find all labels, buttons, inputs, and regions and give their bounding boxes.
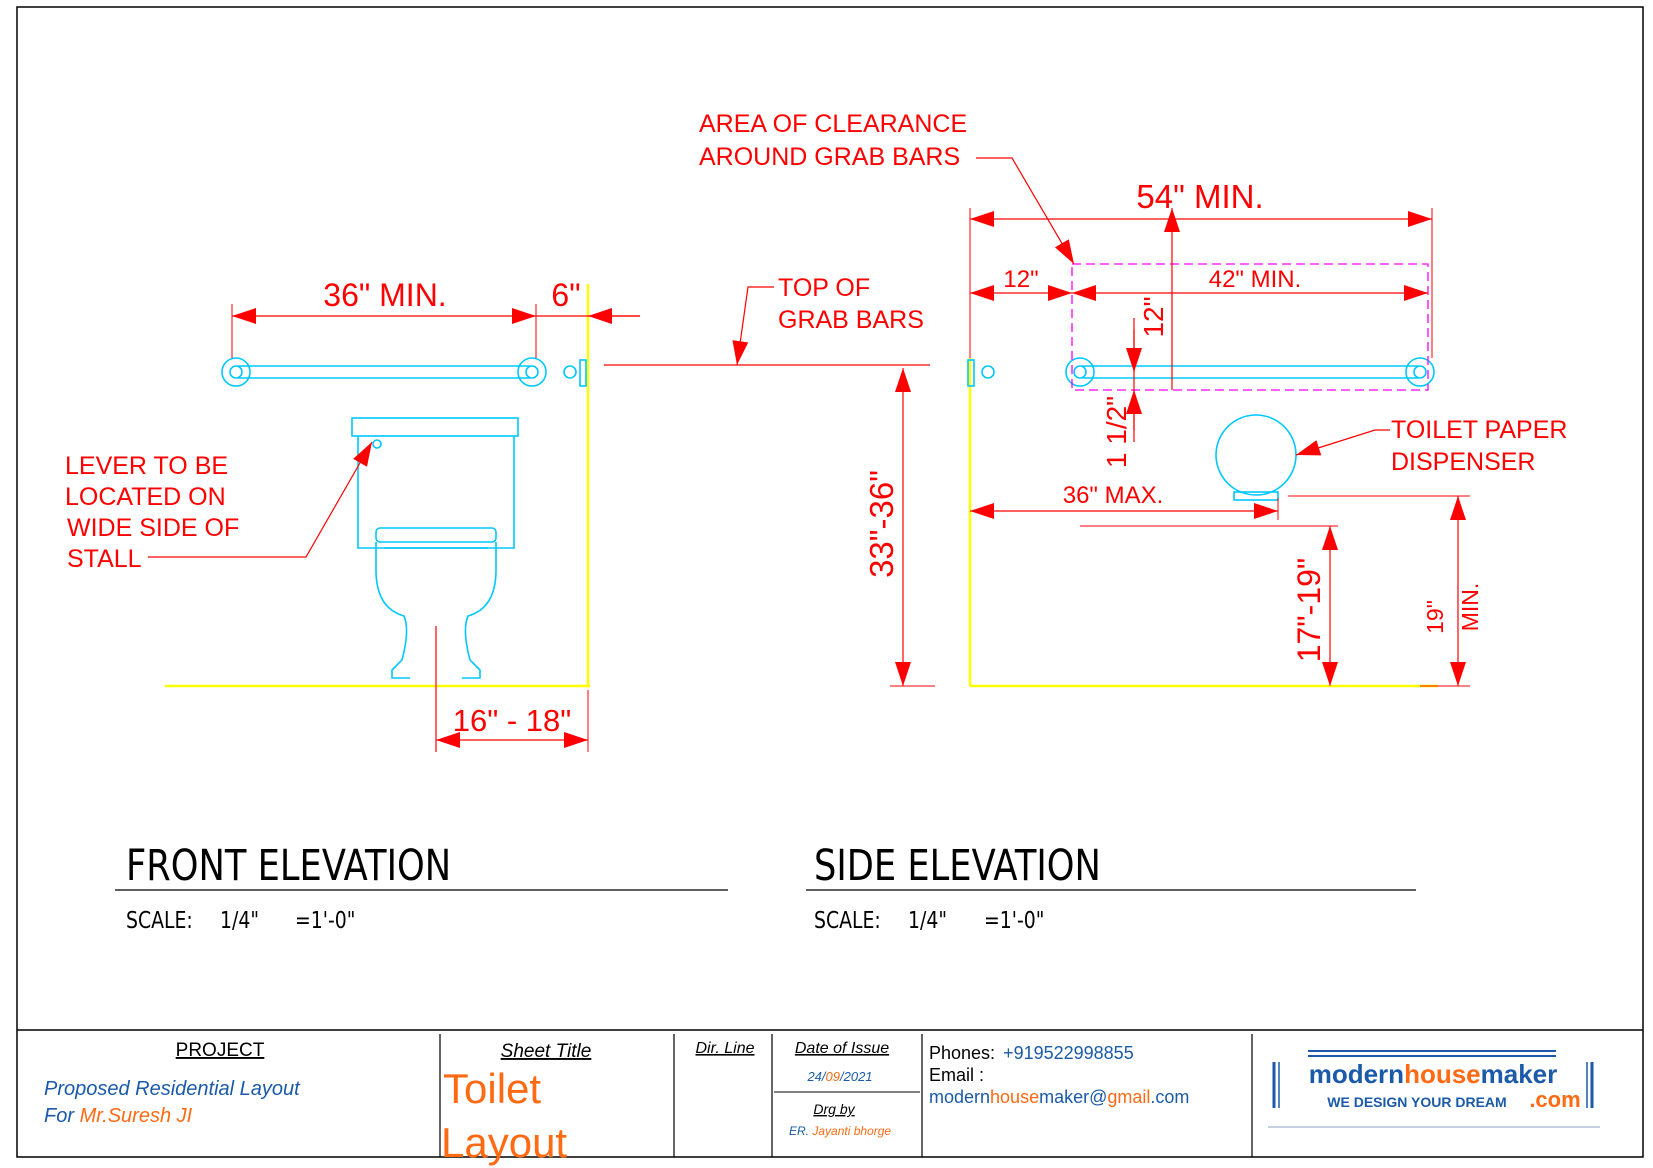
dim-36-min: 36" MIN. bbox=[323, 277, 446, 313]
side-elevation-title: SIDE ELEVATION bbox=[814, 842, 1101, 891]
dim-1-half: 1 1/2" bbox=[1101, 396, 1132, 468]
logo-part-3: maker bbox=[1481, 1059, 1558, 1089]
front-elevation-title: FRONT ELEVATION bbox=[126, 842, 451, 891]
project-client: Mr.Suresh JI bbox=[80, 1105, 193, 1127]
email-part-2: house bbox=[990, 1087, 1039, 1107]
lever-leader bbox=[148, 441, 373, 558]
front-grab-bar bbox=[221, 357, 587, 387]
dim-33-36: 33"-36" bbox=[863, 470, 900, 578]
side-grab-bar bbox=[967, 357, 1435, 387]
side-elevation-drawing: 54" MIN. 12" 42" MIN. 12" 1 1/2" 36" MAX… bbox=[699, 110, 1567, 688]
front-elevation-drawing: 36" MIN. 6" 16" - 18" LEVER TO BE LOCATE… bbox=[65, 277, 640, 752]
date-day: 24/ bbox=[806, 1069, 826, 1084]
side-scale-value: 1/4" bbox=[908, 906, 947, 933]
date-value: 24/09/2021 bbox=[806, 1069, 872, 1084]
clearance-note-line1: AREA OF CLEARANCE bbox=[699, 110, 967, 138]
dim-54-min: 54" MIN. bbox=[1136, 178, 1263, 215]
dim-19-min-a: 19" bbox=[1422, 600, 1448, 634]
sheet-title-line2: Layout bbox=[441, 1119, 567, 1166]
toilet-paper-dispenser bbox=[1215, 414, 1297, 501]
project-for: For bbox=[44, 1105, 80, 1127]
brand-logo: modernhousemaker WE DESIGN YOUR DREAM .c… bbox=[1268, 1050, 1600, 1128]
logo-part-2: house bbox=[1404, 1059, 1481, 1089]
phones-row: Phones: +919522998855 bbox=[929, 1043, 1134, 1063]
email-part-1: modern bbox=[929, 1087, 990, 1107]
date-year: /2021 bbox=[839, 1069, 873, 1084]
project-line2: For Mr.Suresh JI bbox=[44, 1105, 193, 1127]
dim-17-19: 17"-19" bbox=[1291, 558, 1327, 663]
top-of-grab-bars-line1: TOP OF bbox=[778, 274, 870, 302]
front-scale-equals: =1'-0" bbox=[295, 906, 355, 933]
dim-12-h: 12" bbox=[1003, 266, 1038, 293]
front-elevation-title-group: FRONT ELEVATION SCALE: 1/4" =1'-0" bbox=[115, 842, 728, 933]
title-block: PROJECT Proposed Residential Layout For … bbox=[44, 1034, 1600, 1166]
logo-tagline: WE DESIGN YOUR DREAM bbox=[1327, 1094, 1506, 1110]
project-label: PROJECT bbox=[176, 1040, 265, 1061]
date-month: 09 bbox=[826, 1069, 840, 1084]
logo-com: .com bbox=[1529, 1087, 1580, 1112]
top-of-grab-bars-leader bbox=[732, 286, 774, 366]
top-of-grab-bars-line2: GRAB BARS bbox=[778, 306, 924, 334]
phone-value: +919522998855 bbox=[1003, 1043, 1134, 1063]
lever-note-line4: STALL bbox=[67, 545, 142, 573]
lever-note-line1: LEVER TO BE bbox=[65, 452, 228, 480]
dim-36-max: 36" MAX. bbox=[1063, 482, 1164, 509]
dispenser-note-line1: TOILET PAPER bbox=[1391, 416, 1567, 444]
lever-note-line3: WIDE SIDE OF bbox=[67, 514, 239, 542]
dim-12-v: 12" bbox=[1138, 296, 1169, 337]
drg-name: Jayanti bhorge bbox=[811, 1124, 891, 1138]
logo-part-1: modern bbox=[1309, 1059, 1404, 1089]
side-elevation-title-group: SIDE ELEVATION SCALE: 1/4" =1'-0" bbox=[806, 842, 1416, 933]
logo-wordmark: modernhousemaker bbox=[1309, 1059, 1558, 1089]
grab-bar-height-annotation: TOP OF GRAB BARS 33"-36" bbox=[604, 274, 935, 687]
email-label: Email : bbox=[929, 1065, 984, 1085]
front-scale-label: SCALE: bbox=[126, 906, 193, 933]
dim-6: 6" bbox=[551, 277, 580, 313]
front-scale-value: 1/4" bbox=[220, 906, 259, 933]
clearance-note-line2: AROUND GRAB BARS bbox=[699, 143, 960, 171]
dim-16-18: 16" - 18" bbox=[453, 703, 572, 738]
email-value: modernhousemaker@gmail.com bbox=[929, 1087, 1189, 1107]
dim-19-min-b: MIN. bbox=[1457, 583, 1483, 632]
project-line1: Proposed Residential Layout bbox=[44, 1078, 301, 1100]
sheet-title-line1: Toilet bbox=[443, 1065, 541, 1112]
sheet-border bbox=[16, 6, 1644, 1158]
dim-42-min: 42" MIN. bbox=[1209, 266, 1302, 293]
clearance-leader bbox=[976, 157, 1075, 265]
drg-by: ER. Jayanti bhorge bbox=[789, 1124, 891, 1138]
date-label: Date of Issue bbox=[795, 1040, 889, 1057]
sheet-title-label: Sheet Title bbox=[501, 1041, 592, 1062]
dispenser-note-line2: DISPENSER bbox=[1391, 448, 1535, 476]
side-scale-equals: =1'-0" bbox=[984, 906, 1044, 933]
dispenser-leader bbox=[1295, 429, 1390, 456]
email-part-5: .com bbox=[1150, 1087, 1189, 1107]
drg-label: Drg by bbox=[813, 1101, 855, 1117]
lever-note-line2: LOCATED ON bbox=[65, 483, 226, 511]
side-scale-label: SCALE: bbox=[814, 906, 881, 933]
phones-label: Phones: bbox=[929, 1043, 995, 1063]
drg-prefix: ER. bbox=[789, 1124, 812, 1138]
email-part-4: gmail bbox=[1107, 1087, 1150, 1107]
toilet-fixture bbox=[351, 417, 519, 679]
grab-bar-clearance-area bbox=[1071, 263, 1429, 391]
dir-line-label: Dir. Line bbox=[696, 1040, 755, 1057]
email-part-3: maker@ bbox=[1039, 1087, 1107, 1107]
